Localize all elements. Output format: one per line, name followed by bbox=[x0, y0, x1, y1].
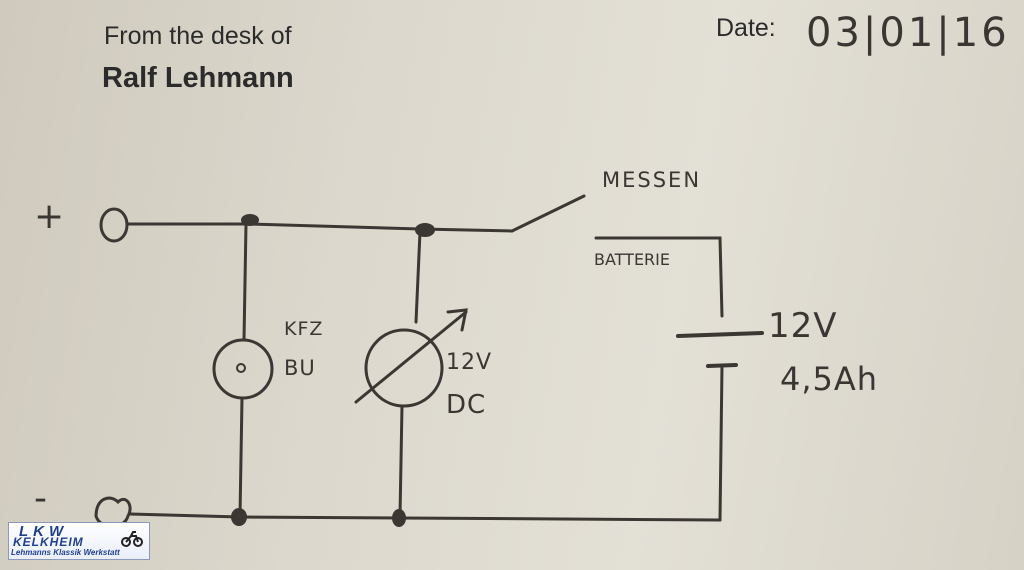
battery-box-label: BATTERIE bbox=[594, 250, 670, 269]
plus-terminal bbox=[99, 207, 129, 243]
meter-arrow-head bbox=[446, 308, 468, 332]
junction-top-left bbox=[241, 214, 259, 226]
branch-middle-lower bbox=[398, 404, 404, 518]
terminal-minus-label: - bbox=[34, 478, 48, 519]
battery-capacity-label: 4,5Ah bbox=[780, 360, 879, 398]
branch-left-upper bbox=[242, 222, 248, 342]
battery-lower-wire bbox=[718, 364, 724, 522]
device-left-label-line1: KFZ bbox=[284, 318, 324, 340]
switch-label: MESSEN bbox=[602, 168, 702, 192]
device-left-symbol bbox=[212, 338, 274, 400]
owner-name: Ralf Lehmann bbox=[102, 62, 294, 94]
terminal-plus-label: + bbox=[34, 196, 66, 237]
battery-plate-long bbox=[676, 331, 764, 338]
device-left-center-dot bbox=[236, 363, 246, 373]
device-middle-symbol bbox=[364, 328, 444, 408]
bottom-rail bbox=[128, 512, 722, 522]
from-line: From the desk of bbox=[104, 22, 292, 50]
branch-middle-upper bbox=[414, 230, 422, 324]
branch-left-lower bbox=[238, 396, 244, 518]
switch-messen bbox=[510, 194, 586, 233]
battery-box-wire bbox=[594, 236, 724, 318]
workshop-logo: LKW KELKHEIM Lehmanns Klassik Werkstatt bbox=[8, 522, 150, 560]
device-left-label-line2: BU bbox=[284, 356, 316, 380]
date-label: Date: bbox=[716, 14, 776, 42]
date-value: 03|01|16 bbox=[806, 10, 1010, 56]
logo-line3: Lehmanns Klassik Werkstatt bbox=[11, 548, 120, 557]
top-rail bbox=[126, 222, 514, 233]
logo-line2: KELKHEIM bbox=[13, 535, 84, 549]
device-middle-label-line2: DC bbox=[446, 390, 487, 420]
motorcycle-icon bbox=[121, 531, 143, 547]
junction-bottom-left bbox=[231, 508, 247, 526]
battery-voltage-label: 12V bbox=[768, 306, 838, 346]
junction-bottom-middle bbox=[392, 509, 406, 527]
device-middle-label-line1: 12V bbox=[446, 350, 493, 375]
meter-arrow bbox=[354, 310, 468, 404]
logo-line1: LKW bbox=[19, 523, 69, 540]
